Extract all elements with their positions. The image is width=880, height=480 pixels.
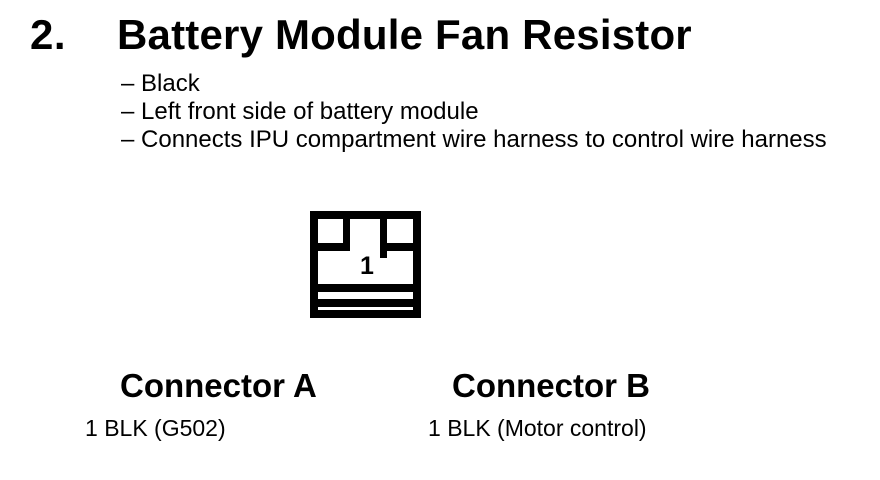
- pin-wire-description: BLK (G502): [104, 415, 226, 441]
- outline-top: [310, 211, 421, 219]
- list-item: – Left front side of battery module: [121, 98, 827, 126]
- pin-wire-description: BLK (Motor control): [447, 415, 647, 441]
- connector-a-heading: Connector A: [120, 367, 317, 404]
- connector-outline: [310, 211, 421, 318]
- lock-rib-lower: [310, 299, 421, 307]
- pin-number-label: 1: [360, 252, 374, 280]
- list-item: – Black: [121, 70, 827, 98]
- property-list: – Black – Left front side of battery mod…: [121, 70, 827, 154]
- connector-b-heading: Connector B: [452, 367, 650, 404]
- bullet-text: Left front side of battery module: [141, 98, 479, 125]
- connector-a-pin-row: 1 BLK (G502): [85, 417, 226, 440]
- bullet-dash: –: [121, 70, 135, 97]
- pin-number: 1: [85, 415, 98, 441]
- connector-front-view-diagram: 1: [310, 211, 421, 318]
- page-title: Battery Module Fan Resistor: [117, 11, 692, 58]
- lock-rib-upper: [310, 284, 421, 292]
- bullet-dash: –: [121, 126, 135, 153]
- section-number: 2.: [30, 11, 67, 58]
- bullet-text: Black: [141, 70, 200, 97]
- bullet-text: Connects IPU compartment wire harness to…: [141, 126, 827, 153]
- cavity-divider-right: [380, 219, 387, 258]
- cavity-shelf-left: [310, 243, 350, 251]
- pin-number: 1: [428, 415, 441, 441]
- outline-left: [310, 211, 318, 318]
- connector-b-pin-row: 1 BLK (Motor control): [428, 417, 647, 440]
- bullet-dash: –: [121, 98, 135, 125]
- outline-right: [413, 211, 421, 318]
- list-item: – Connects IPU compartment wire harness …: [121, 126, 827, 154]
- outline-bottom: [310, 310, 421, 318]
- cavity-shelf-right: [380, 243, 421, 251]
- cavity-divider-left: [343, 219, 350, 250]
